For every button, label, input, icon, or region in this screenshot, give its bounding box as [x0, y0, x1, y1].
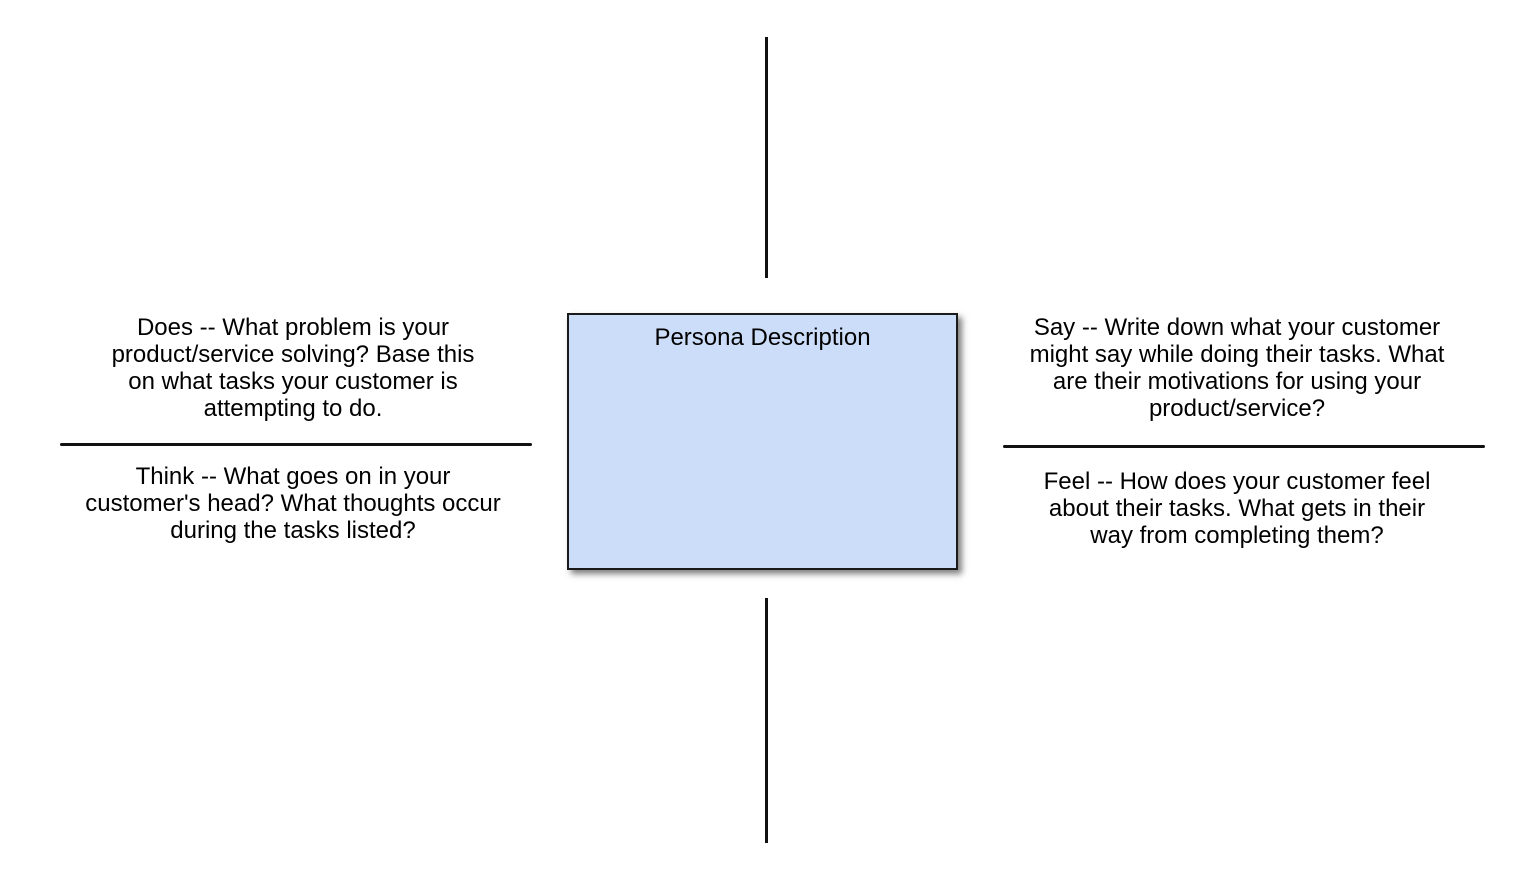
- vertical-axis-bottom-line: [765, 598, 768, 843]
- quadrant-feel-text: Feel -- How does your customer feel abou…: [1043, 468, 1431, 549]
- quadrant-does-text: Does -- What problem is your product/ser…: [111, 314, 475, 422]
- quadrant-say-text: Say -- Write down what your customer mig…: [1029, 314, 1445, 422]
- vertical-axis-top-line: [765, 37, 768, 278]
- left-divider-line: [60, 443, 532, 446]
- persona-box: Persona Description: [567, 313, 958, 570]
- quadrant-think-text: Think -- What goes on in your customer's…: [85, 463, 501, 544]
- persona-box-label: Persona Description: [654, 324, 871, 351]
- right-divider-line: [1003, 445, 1485, 448]
